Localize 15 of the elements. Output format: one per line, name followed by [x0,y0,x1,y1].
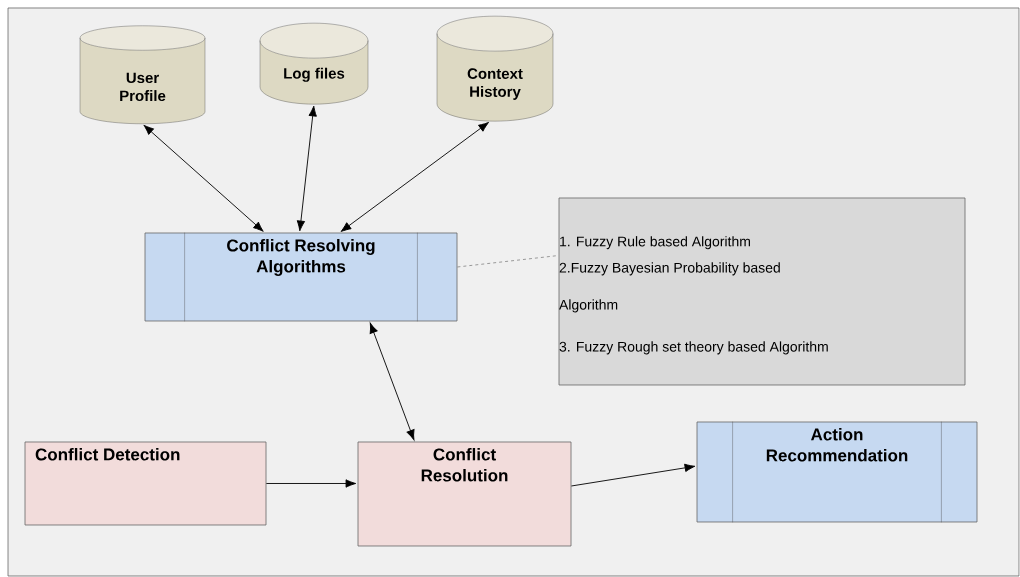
process-box: Conflict Resolution [357,441,572,547]
note-box: 1. Fuzzy Rule based Algorithm 2.Fuzzy Bayesian Probability based Algorithm 3. Fuzzy Rough set theory based Algorithm [558,197,966,386]
predefined-process-box: Action Recommendation [696,421,978,523]
arrow [296,105,317,232]
arrow [570,463,696,487]
arrow [369,322,415,441]
arrow [265,479,357,488]
database-cylinder: Context History [436,15,554,122]
arrow [340,122,489,232]
connector-line [457,255,559,268]
predefined-process-box: Conflict Resolving Algorithms [144,232,458,322]
database-cylinder: User Profile [79,25,206,124]
process-box: Conflict Detection [24,441,267,526]
database-cylinder: Log files [259,22,369,105]
arrow [143,124,264,232]
